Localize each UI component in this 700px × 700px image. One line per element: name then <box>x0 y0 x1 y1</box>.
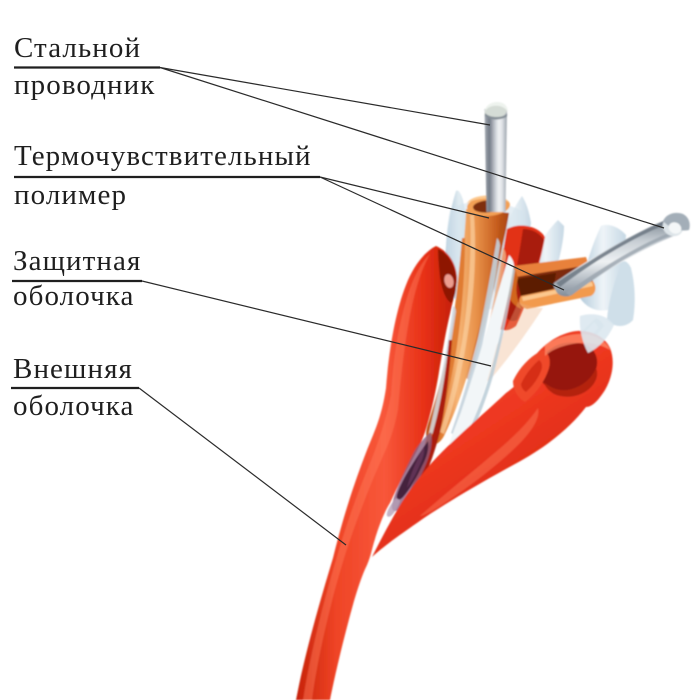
svg-text:Стальной: Стальной <box>14 32 141 64</box>
svg-text:проводник: проводник <box>14 69 155 101</box>
svg-text:Внешняя: Внешняя <box>13 353 133 385</box>
svg-text:оболочка: оболочка <box>13 280 135 312</box>
svg-text:Термочувствительный: Термочувствительный <box>14 140 312 172</box>
svg-text:Защитная: Защитная <box>13 245 141 277</box>
svg-text:оболочка: оболочка <box>13 390 135 422</box>
svg-text:полимер: полимер <box>14 179 127 211</box>
